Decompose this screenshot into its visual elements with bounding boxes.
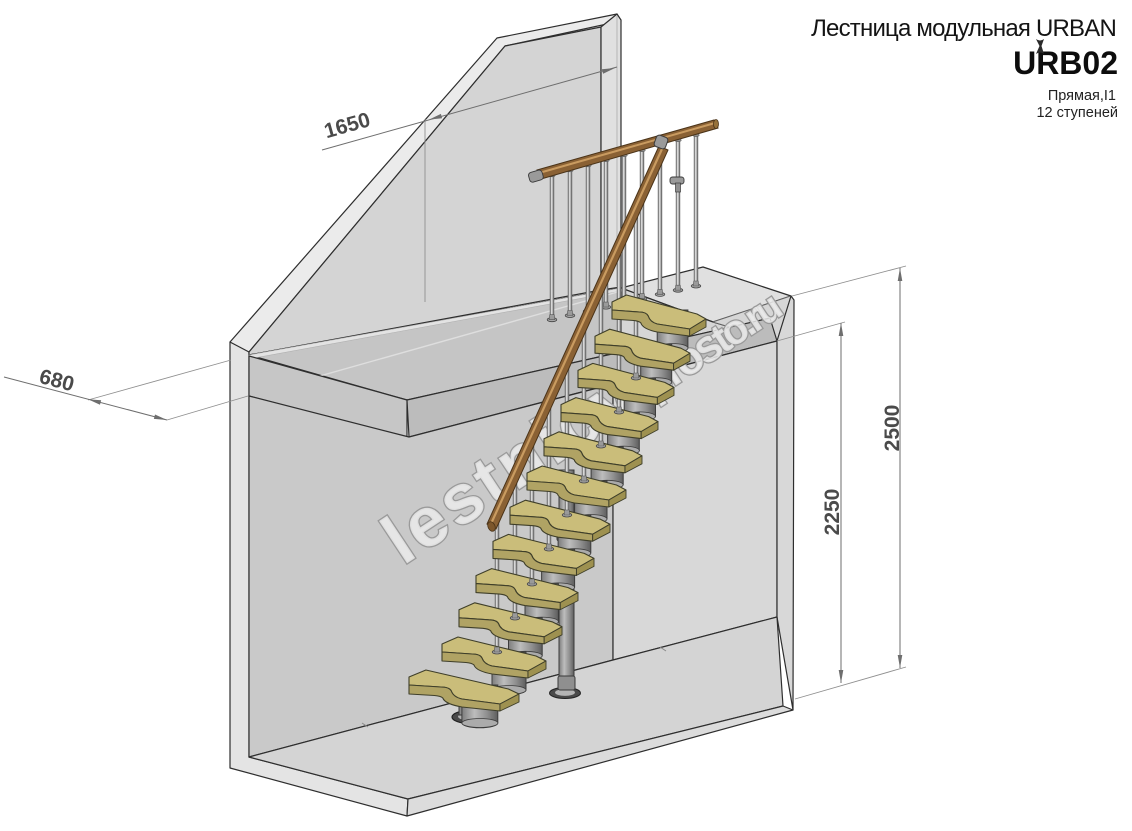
svg-text:2250: 2250 (821, 489, 844, 536)
svg-text:2500: 2500 (881, 405, 904, 452)
svg-text:URB02: URB02 (1013, 45, 1118, 81)
svg-text:Прямая,I1: Прямая,I1 (1048, 88, 1116, 104)
svg-text:Лестница модульная URBAN: Лестница модульная URBAN (811, 15, 1116, 42)
svg-text:12 ступеней: 12 ступеней (1036, 105, 1118, 121)
